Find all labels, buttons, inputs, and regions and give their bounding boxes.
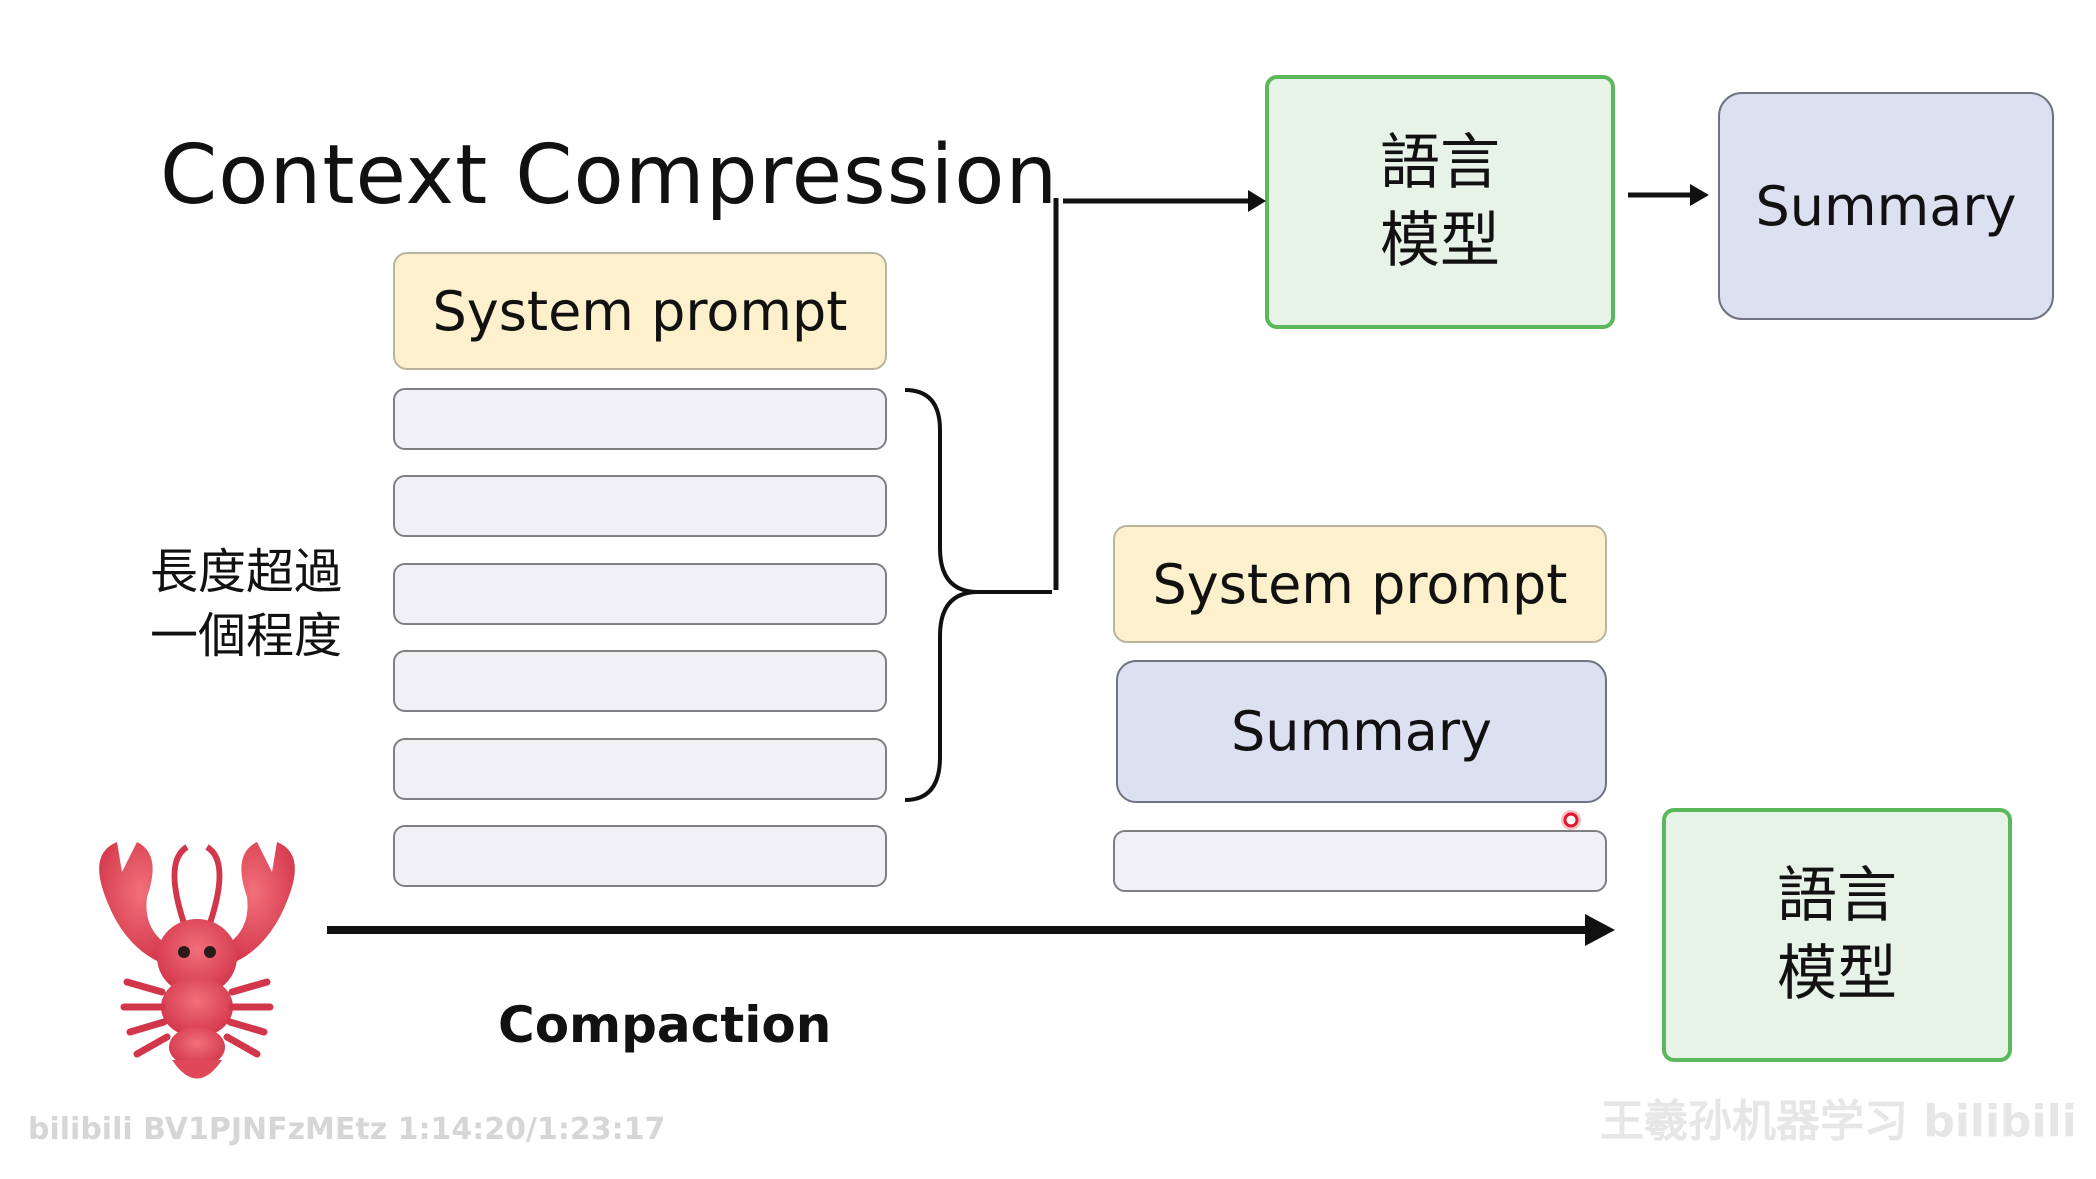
message-box-5 — [393, 738, 887, 800]
message-box-4 — [393, 650, 887, 712]
bottom-llm-line-2: 模型 — [1777, 939, 1897, 1009]
bottom-llm-line-1: 語言 — [1777, 861, 1897, 931]
bottom-system-prompt-label: System prompt — [1152, 552, 1568, 616]
message-box-3 — [393, 563, 887, 625]
arrow-llm-to-summary-head — [1690, 184, 1709, 206]
left-system-prompt: System prompt — [393, 252, 887, 370]
length-exceeded-label: 長度超過 一個程度 — [150, 540, 342, 668]
grouping-brace — [904, 388, 979, 802]
lobster-icon — [99, 842, 295, 1079]
message-box-1 — [393, 388, 887, 450]
bottom-summary-label: Summary — [1231, 700, 1492, 763]
top-llm-line-2: 模型 — [1380, 206, 1500, 276]
message-box-2 — [393, 475, 887, 537]
bottom-message-box — [1113, 830, 1607, 892]
arrow-to-top-llm-head — [1248, 190, 1266, 212]
compaction-arrow-head — [1585, 914, 1615, 946]
bottom-system-prompt: System prompt — [1113, 525, 1607, 643]
channel-watermark: 王羲孙机器学习 bilibili — [1600, 1096, 2077, 1147]
top-summary-box: Summary — [1718, 92, 2054, 320]
video-watermark: bilibili BV1PJNFzMEtz 1:14:20/1:23:17 — [28, 1112, 666, 1147]
bottom-language-model-box: 語言 模型 — [1662, 808, 2012, 1062]
left-system-prompt-label: System prompt — [432, 279, 848, 343]
compaction-label: Compaction — [498, 996, 832, 1054]
message-box-6 — [393, 825, 887, 887]
top-language-model-box: 語言 模型 — [1265, 75, 1615, 329]
top-summary-label: Summary — [1755, 174, 2017, 238]
length-exceeded-line-2: 一個程度 — [150, 608, 343, 664]
length-exceeded-line-1: 長度超過 — [150, 544, 343, 600]
slide-title: Context Compression — [160, 128, 1059, 223]
top-llm-line-1: 語言 — [1380, 128, 1500, 198]
cursor-indicator — [1561, 810, 1581, 830]
bottom-summary-box: Summary — [1116, 660, 1607, 803]
